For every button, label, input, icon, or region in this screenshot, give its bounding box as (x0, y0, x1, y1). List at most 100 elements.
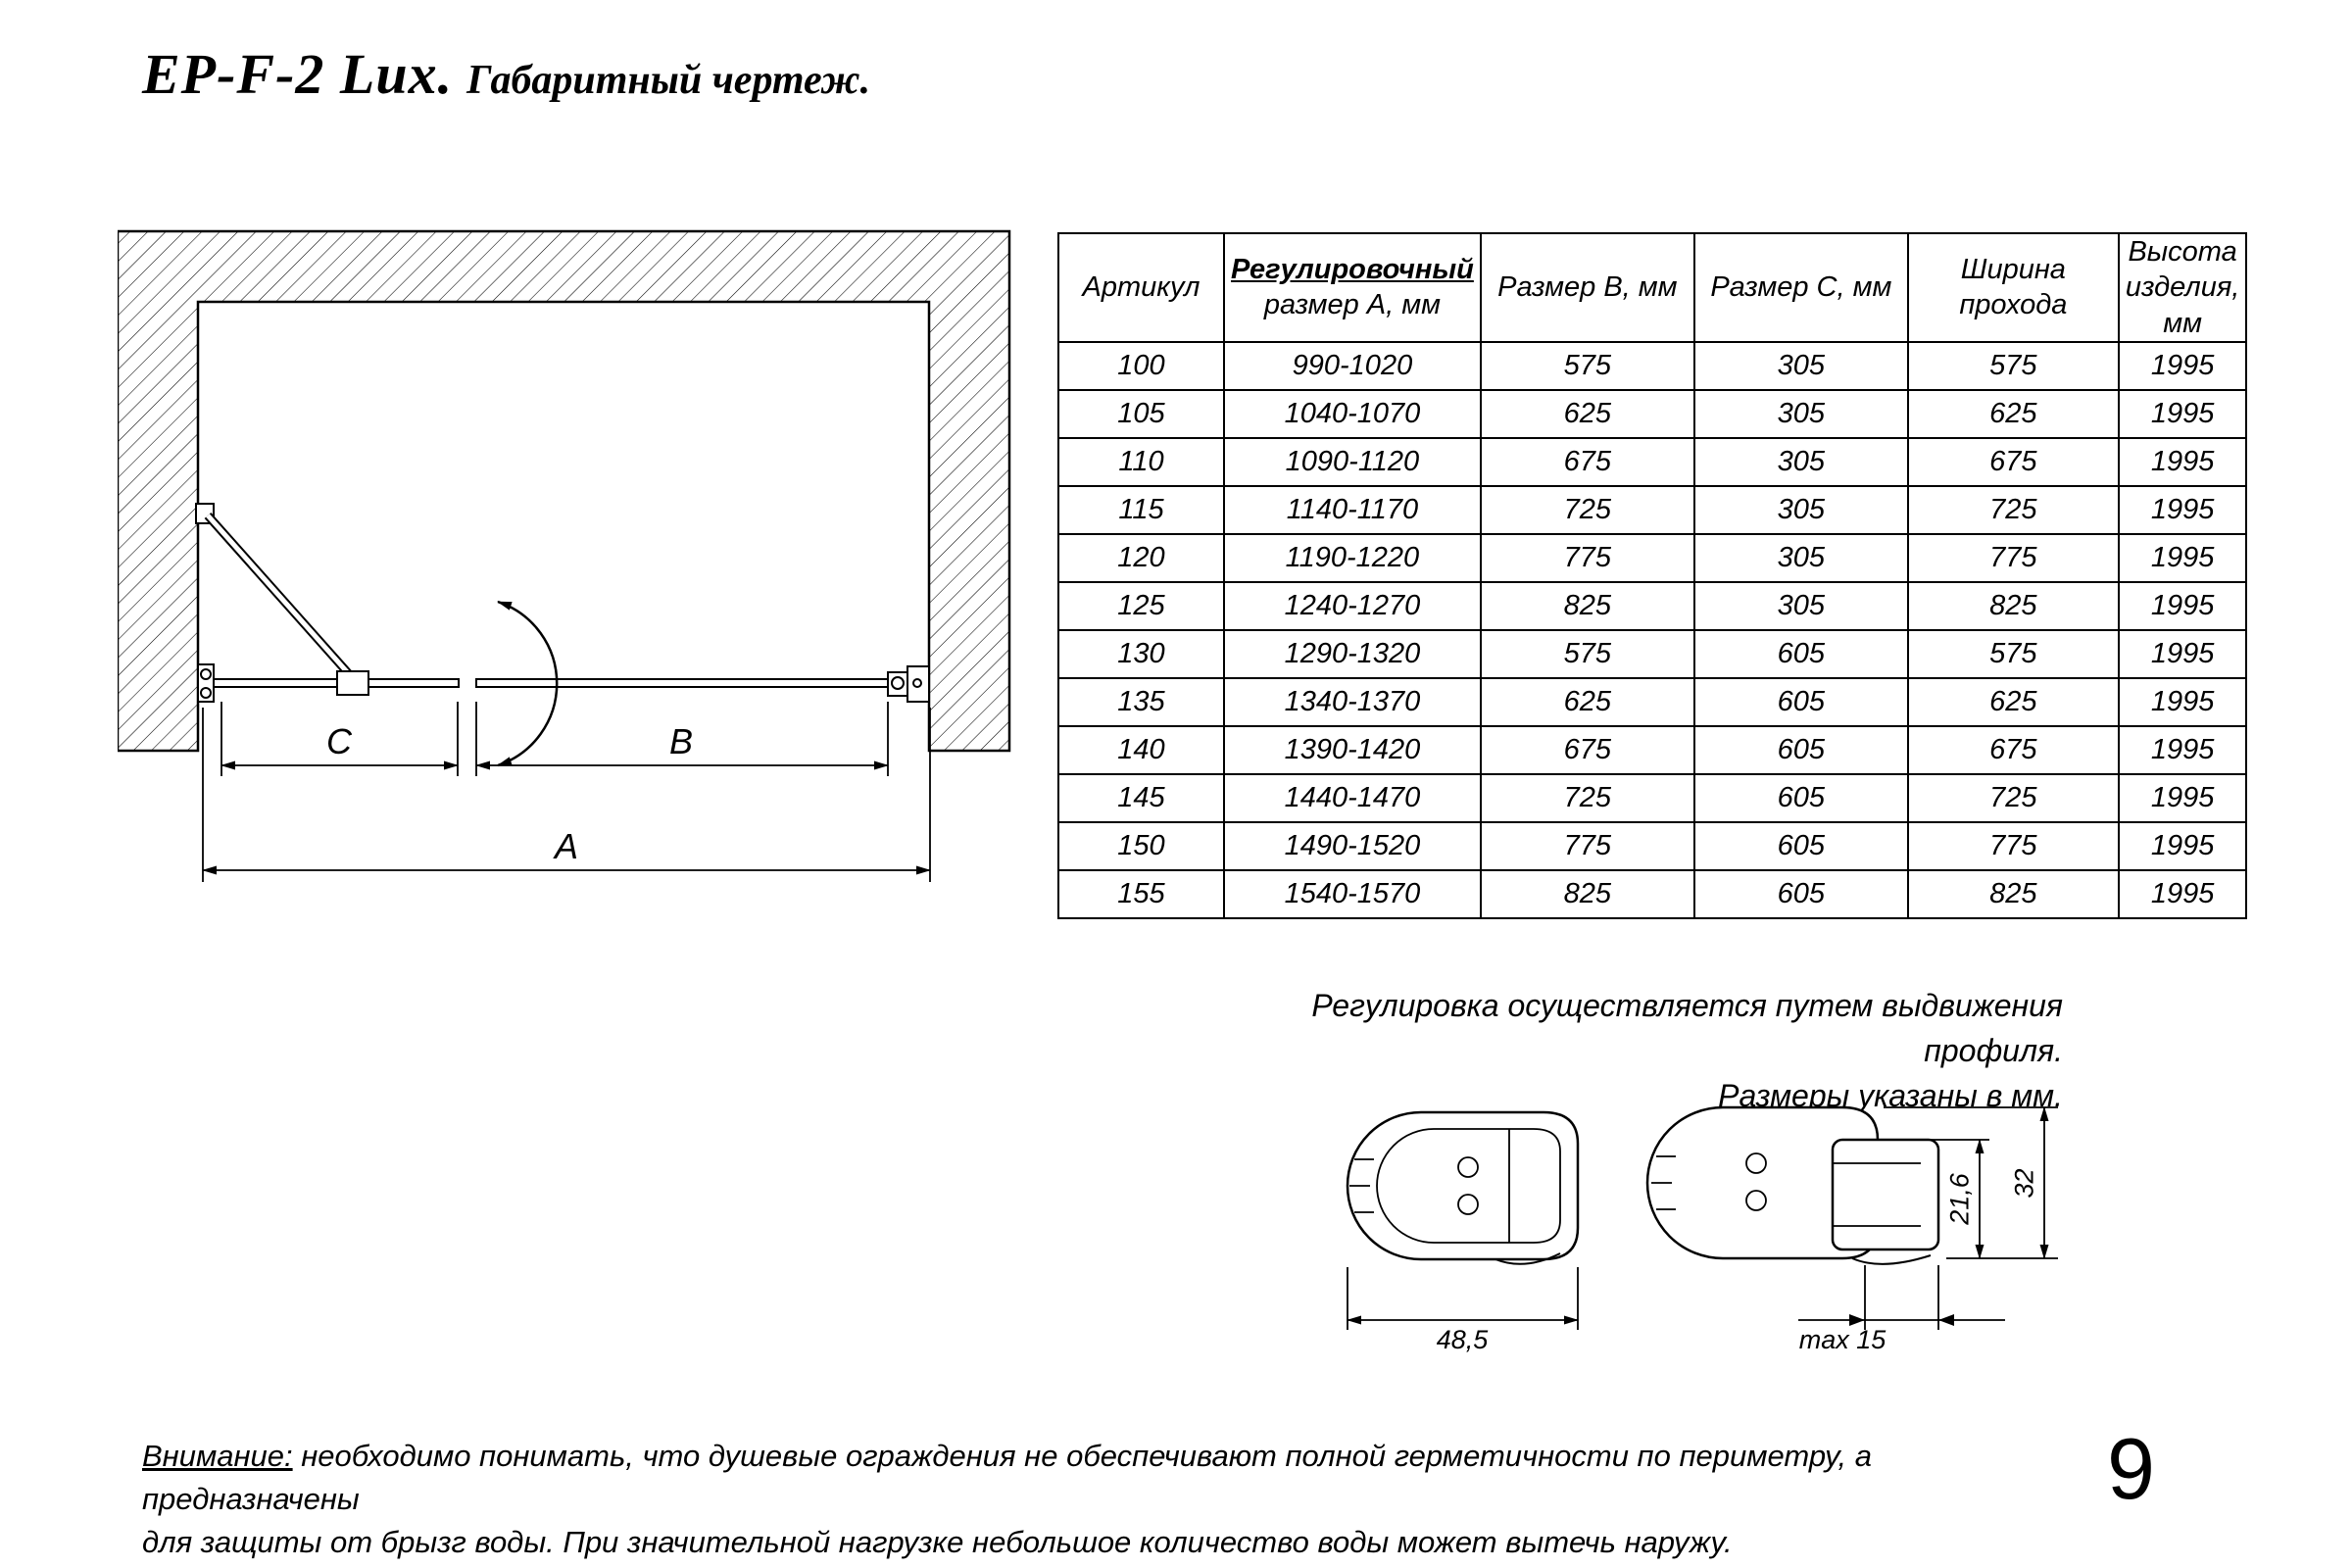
right-wall-profile (906, 665, 930, 703)
table-cell: 725 (1906, 484, 2120, 535)
profile-closed-dim (1347, 1267, 1579, 1330)
model-name: EP-F-2 Lux. (142, 42, 454, 106)
table-cell: 115 (1057, 484, 1225, 535)
profiles-svg (1346, 1105, 2058, 1330)
table-cell: 575 (1906, 628, 2120, 679)
table-cell: 305 (1692, 580, 1909, 631)
col-header-height: Высота изделия, мм (2117, 232, 2248, 343)
warning-note: Внимание: необходимо понимать, что душев… (142, 1435, 2004, 1564)
table-cell: 775 (1479, 532, 1695, 583)
profile-sections (1303, 1073, 2117, 1367)
table-cell: 575 (1479, 340, 1695, 391)
table-cell: 1390-1420 (1223, 724, 1482, 775)
support-clamp (336, 670, 369, 696)
table-cell: 605 (1692, 868, 1909, 919)
profile-extended (1645, 1105, 1940, 1265)
table-cell: 675 (1906, 436, 2120, 487)
door-panel (475, 678, 889, 688)
table-cell: 1340-1370 (1223, 676, 1482, 727)
table-cell: 575 (1906, 340, 2120, 391)
note-line-1: Регулировка осуществляется путем выдвиже… (1311, 988, 2063, 1068)
table-cell: 1995 (2117, 820, 2248, 871)
table-cell: 305 (1692, 532, 1909, 583)
table-cell: 625 (1906, 388, 2120, 439)
table-cell: 305 (1692, 388, 1909, 439)
table-cell: 725 (1479, 484, 1695, 535)
col-header-pass-width: Ширина прохода (1906, 232, 2120, 343)
table-cell: 1040-1070 (1223, 388, 1482, 439)
table-cell: 1140-1170 (1223, 484, 1482, 535)
table-cell: 1995 (2117, 340, 2248, 391)
table-cell: 575 (1479, 628, 1695, 679)
profile-closed (1346, 1110, 1580, 1265)
warning-lead: Внимание: (142, 1439, 293, 1473)
table-cell: 120 (1057, 532, 1225, 583)
table-cell: 305 (1692, 436, 1909, 487)
table-cell: 1995 (2117, 532, 2248, 583)
table-cell: 675 (1479, 724, 1695, 775)
warning-line-1: Внимание: необходимо понимать, что душев… (142, 1435, 2004, 1521)
profile-inner-height-dim: 21,6 (1944, 1173, 1975, 1225)
table-cell: 605 (1692, 676, 1909, 727)
table-cell: 1995 (2117, 580, 2248, 631)
table-cell: 775 (1906, 532, 2120, 583)
table-cell: 140 (1057, 724, 1225, 775)
table-cell: 1995 (2117, 676, 2248, 727)
dimension-lines (202, 702, 931, 882)
size-table: Артикул Регулировочный размер A, мм Разм… (1057, 232, 2248, 919)
table-cell: 1240-1270 (1223, 580, 1482, 631)
table-cell: 155 (1057, 868, 1225, 919)
warning-text-1: необходимо понимать, что душевые огражде… (142, 1439, 1872, 1516)
profile-width-dim: 48,5 (1436, 1325, 1489, 1354)
table-cell: 990-1020 (1223, 340, 1482, 391)
warning-line-2: для защиты от брызг воды. При значительн… (142, 1525, 1733, 1559)
table-cell: 605 (1692, 628, 1909, 679)
size-table-header: Артикул Регулировочный размер A, мм Разм… (1057, 232, 2248, 343)
table-cell: 1995 (2117, 724, 2248, 775)
adjustment-notes: Регулировка осуществляется путем выдвиже… (1176, 983, 2063, 1118)
table-cell: 1995 (2117, 628, 2248, 679)
drawing-subtitle: Габаритный чертеж. (466, 58, 871, 103)
table-cell: 1995 (2117, 484, 2248, 535)
table-cell: 725 (1906, 772, 2120, 823)
table-cell: 605 (1692, 820, 1909, 871)
dim-label-a: A (554, 826, 578, 866)
table-cell: 305 (1692, 340, 1909, 391)
profile-extended-dims (1798, 1106, 2058, 1330)
page-number: 9 (2107, 1420, 2155, 1517)
dim-label-c: C (326, 721, 352, 761)
table-cell: 1995 (2117, 436, 2248, 487)
table-cell: 305 (1692, 484, 1909, 535)
page-title: EP-F-2 Lux. Габаритный чертеж. (142, 41, 870, 107)
table-cell: 625 (1906, 676, 2120, 727)
table-cell: 825 (1479, 580, 1695, 631)
table-cell: 1090-1120 (1223, 436, 1482, 487)
table-cell: 135 (1057, 676, 1225, 727)
table-cell: 725 (1479, 772, 1695, 823)
col-header-size-c: Размер C, мм (1692, 232, 1909, 343)
dim-label-b: B (668, 721, 693, 761)
col-header-article: Артикул (1057, 232, 1225, 343)
table-cell: 105 (1057, 388, 1225, 439)
table-cell: 1490-1520 (1223, 820, 1482, 871)
table-cell: 1995 (2117, 868, 2248, 919)
table-cell: 150 (1057, 820, 1225, 871)
table-cell: 145 (1057, 772, 1225, 823)
table-cell: 605 (1692, 772, 1909, 823)
table-cell: 625 (1479, 676, 1695, 727)
table-cell: 825 (1906, 580, 2120, 631)
table-cell: 825 (1479, 868, 1695, 919)
table-cell: 1540-1570 (1223, 868, 1482, 919)
table-cell: 1190-1220 (1223, 532, 1482, 583)
table-cell: 625 (1479, 388, 1695, 439)
table-cell: 775 (1479, 820, 1695, 871)
table-cell: 1440-1470 (1223, 772, 1482, 823)
